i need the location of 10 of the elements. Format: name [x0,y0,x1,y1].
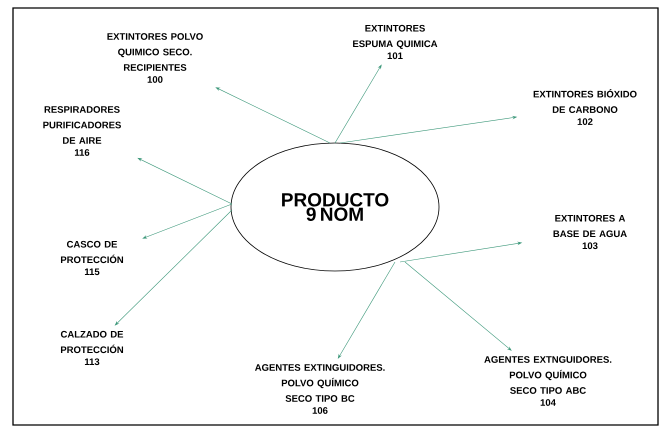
text-label: AGENTES EXTNGUIDORES. POLVO QUÍMICO SECO TIPO ABC 104 [484,356,612,406]
text-label: RESPIRADORES PURIFICADORES DE AIRE 116 [43,106,121,156]
text-label: EXTINTORES A BASE DE AGUA 103 [554,214,627,250]
text-label: CASCO DE PROTECCIÓN 115 [60,240,124,276]
text-label: EXTINTORES BIÓXIDO DE CARBONO 102 [534,89,637,125]
arrow [404,262,512,351]
text-label: EXTINTORES ESPUMA QUIMICA 101 [353,24,438,60]
text-label: EXTINTORES POLVO QUIMICO SECO. RECIPIENTES 100 [107,33,203,83]
text-label: AGENTES EXTINGUIDORES. POLVO QUÍMICO SECO TIPO BC 106 [254,364,385,414]
text-label: CALZADO DE PROTECCIÓN 113 [60,330,124,366]
